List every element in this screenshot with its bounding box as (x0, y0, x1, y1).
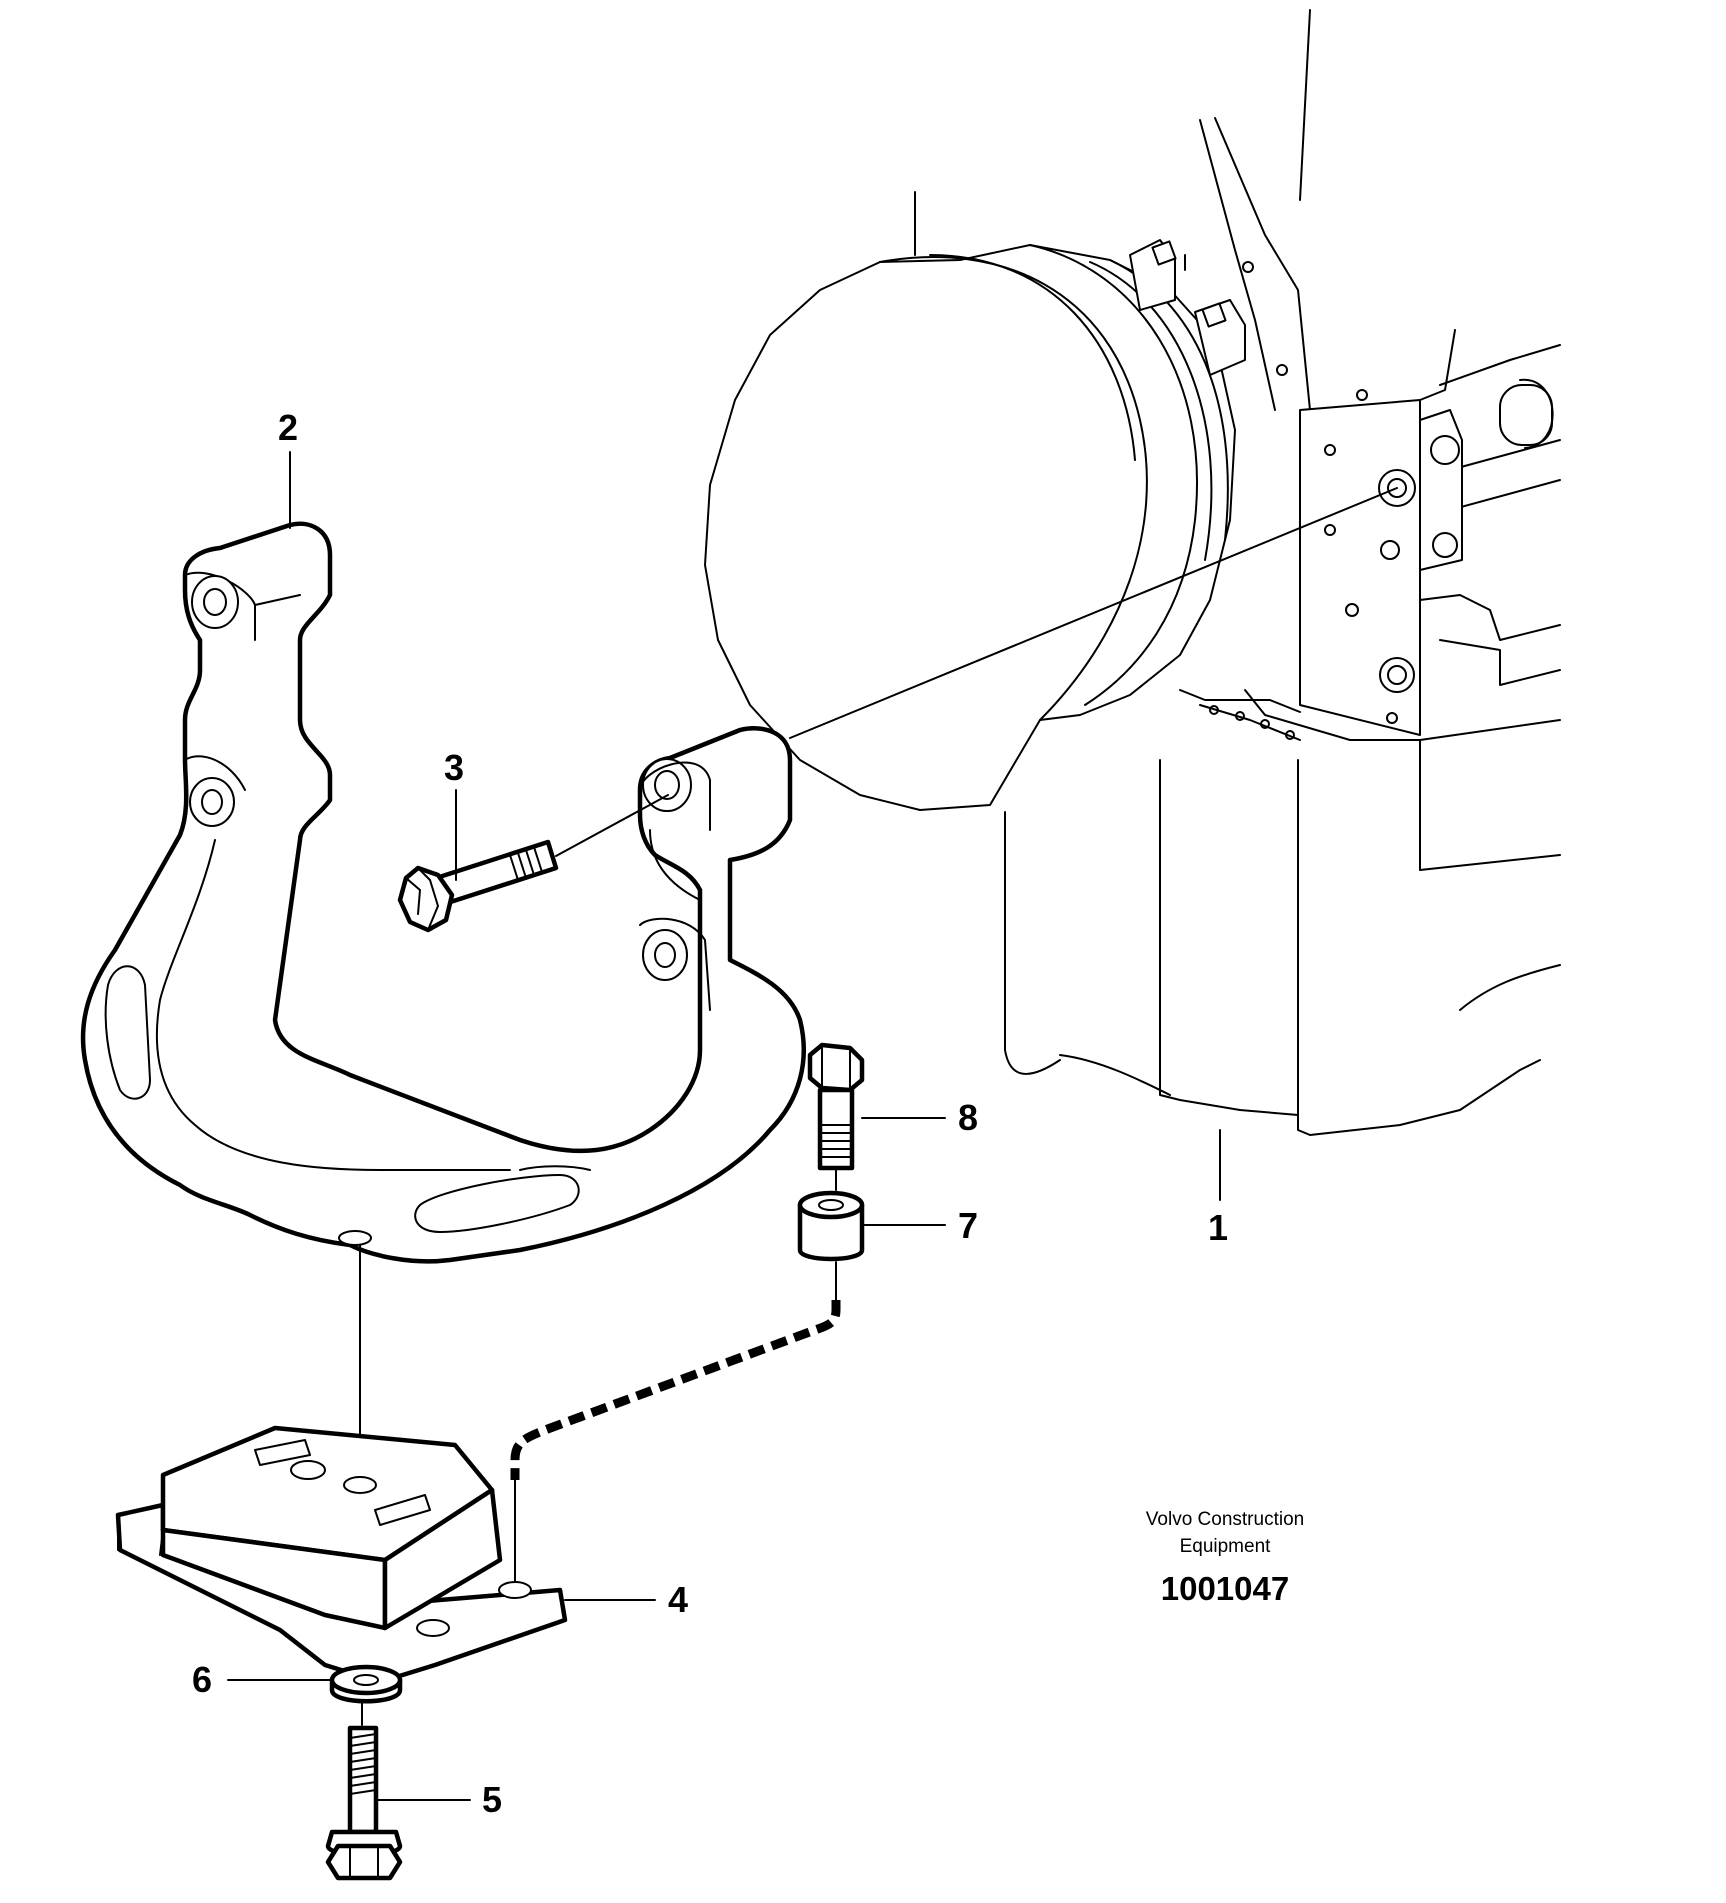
engine-mounting-bracket (80, 521, 806, 1264)
engine-housing (704, 9, 1561, 1136)
leader-lines (227, 451, 1221, 1801)
rubber-mount-4 (115, 1425, 568, 1701)
callout-7: 7 (958, 1205, 978, 1246)
bolt-8 (807, 1042, 865, 1191)
callout-3: 3 (444, 747, 464, 788)
callout-6: 6 (192, 1659, 212, 1700)
callout-1: 1 (1208, 1207, 1228, 1248)
callout-2: 2 (278, 407, 298, 448)
alignment-line-bracket-to-engine (789, 487, 1398, 739)
callout-8: 8 (958, 1097, 978, 1138)
drawing-number: 1001047 (1161, 1570, 1289, 1607)
brand-line-2: Equipment (1180, 1536, 1272, 1557)
washer-6 (329, 1664, 403, 1726)
bolt-3 (397, 794, 669, 933)
dashed-guide-line (510, 1300, 841, 1480)
callout-5: 5 (482, 1779, 502, 1820)
brand-line-1: Volvo Construction (1146, 1509, 1304, 1530)
callout-4: 4 (668, 1579, 688, 1620)
bolt-5 (325, 1725, 403, 1881)
spacer-7 (797, 1190, 865, 1301)
